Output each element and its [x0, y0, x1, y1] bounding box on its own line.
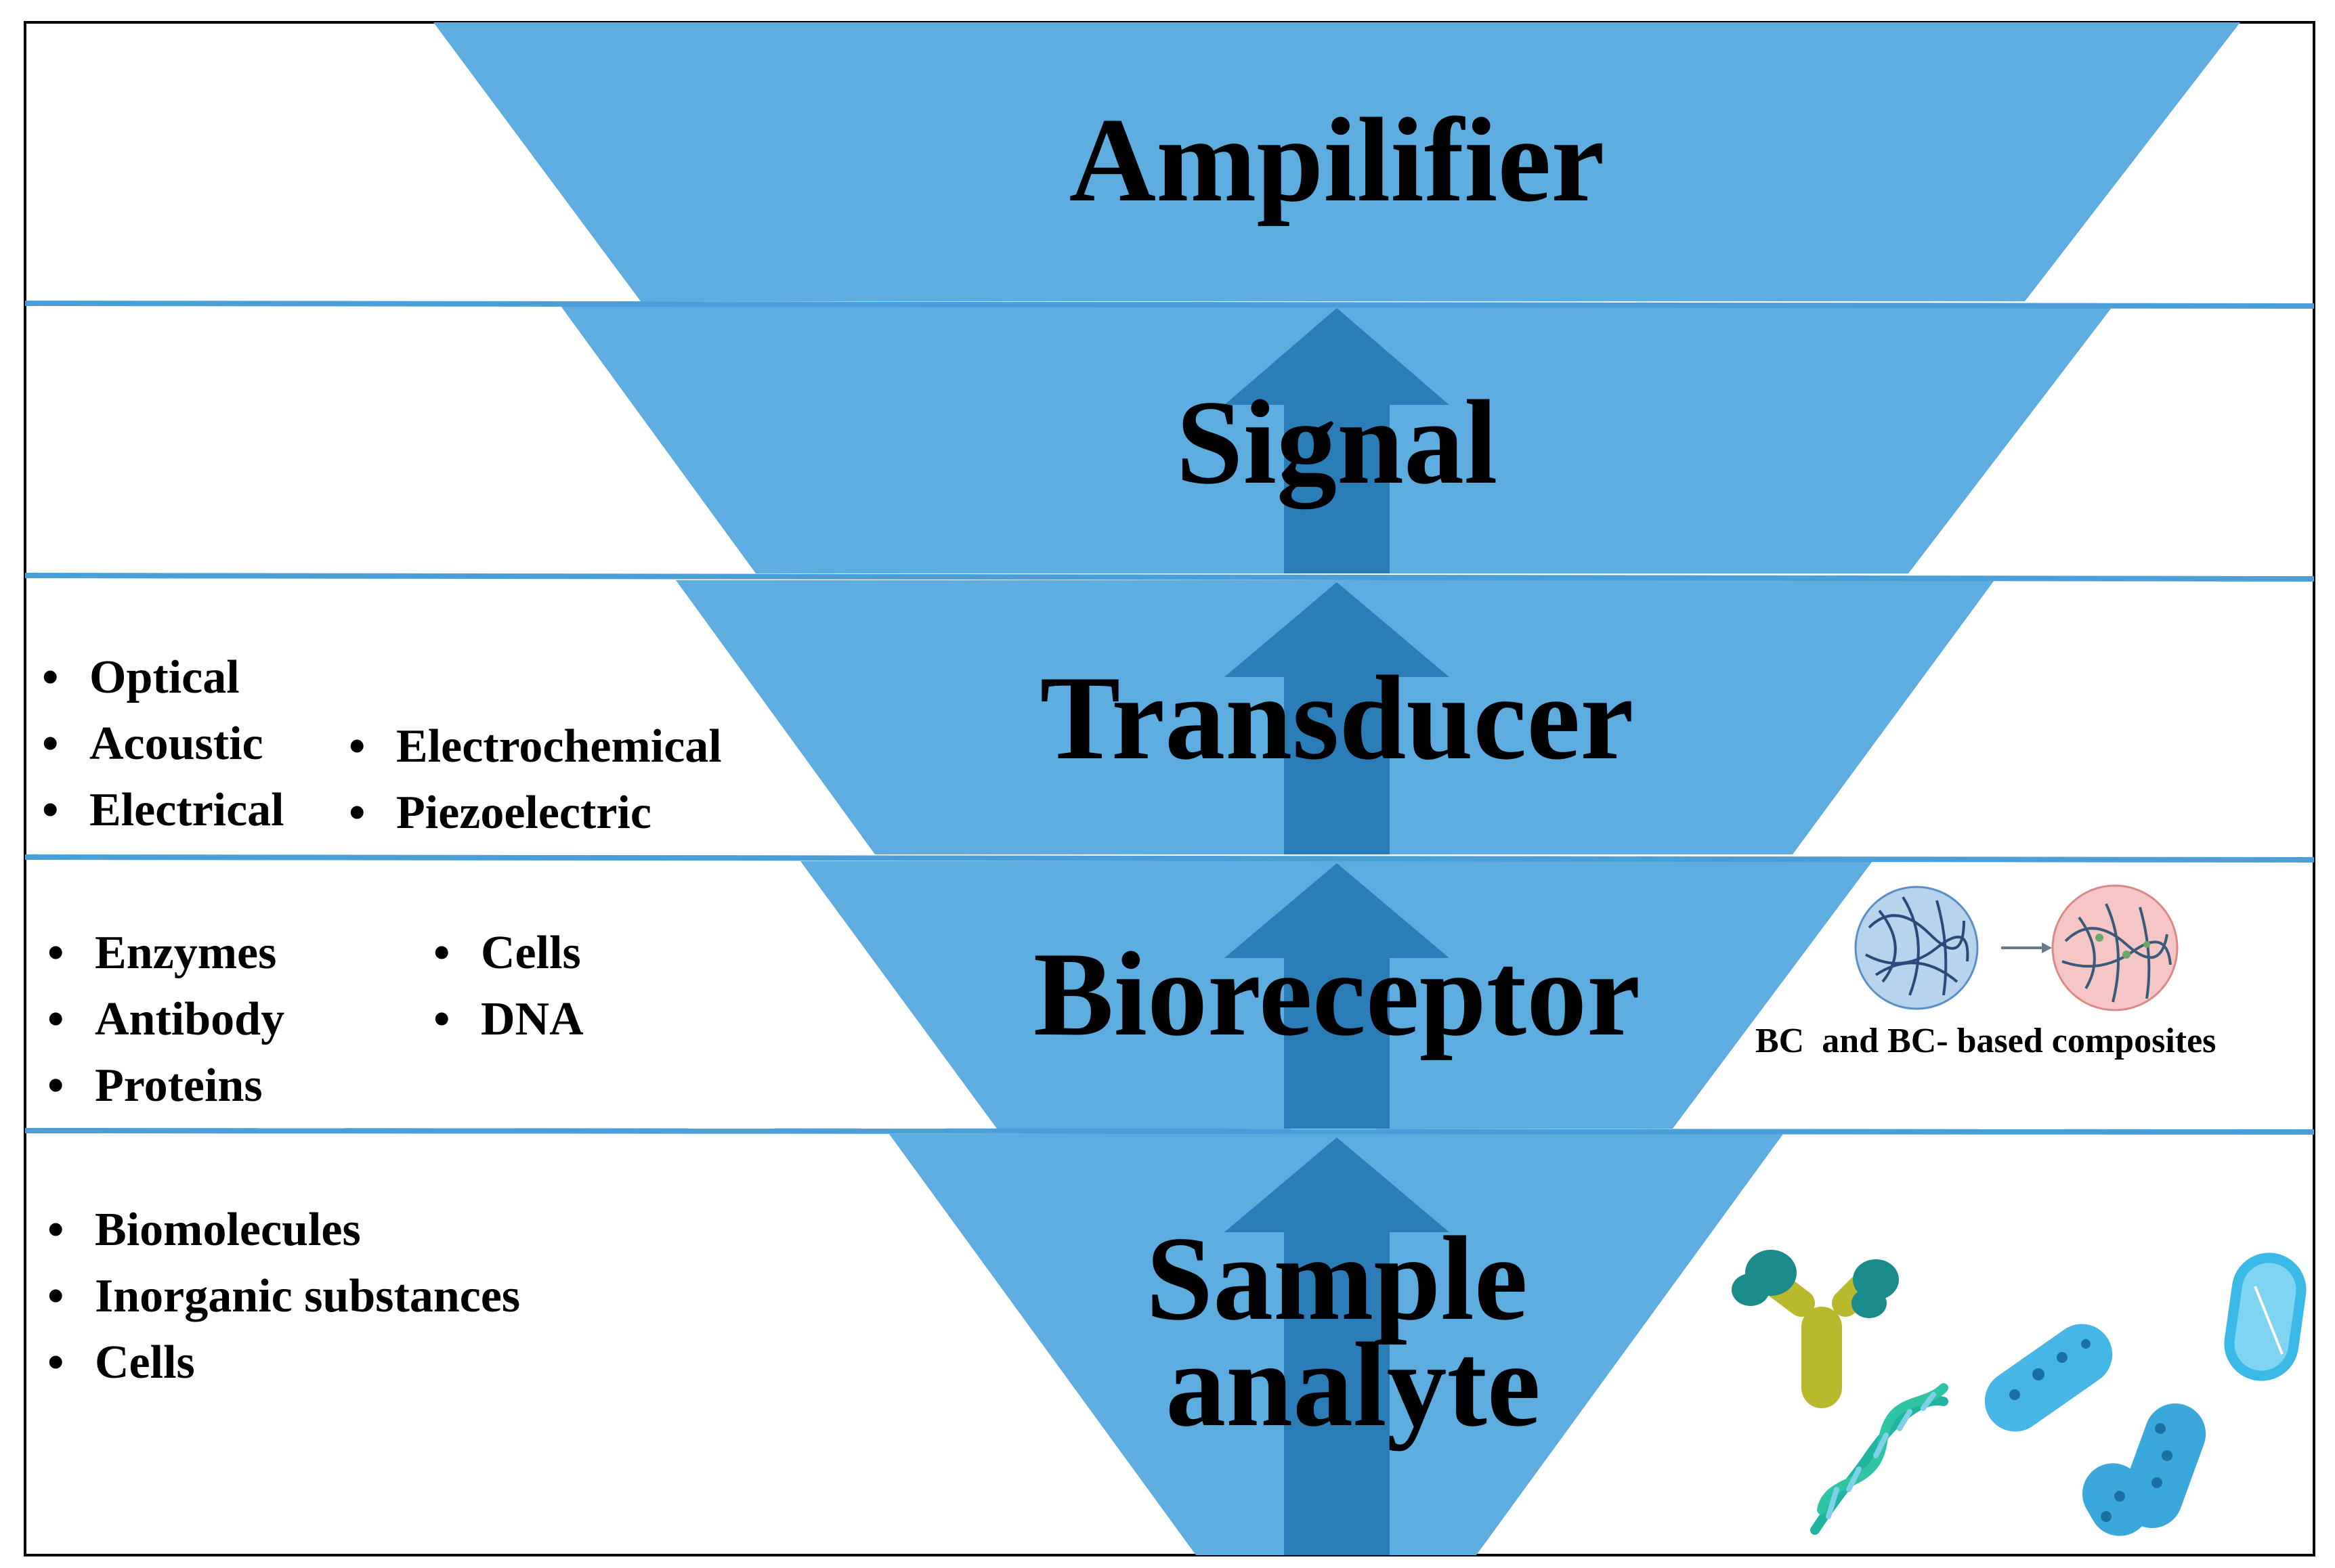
bioreceptor-types-col1: •Enzymes •Antibody •Proteins — [47, 930, 284, 1129]
list-item: •Antibody — [47, 993, 285, 1045]
amplifier-layer — [433, 22, 2240, 301]
list-item: •Enzymes — [47, 927, 277, 979]
analyte-types: •Biomolecules •Inorganic substances •Cel… — [47, 1206, 520, 1406]
transducer-types-col1: •Optical •Acoustic •Electrical — [42, 654, 284, 853]
dna-icon — [1810, 1383, 1948, 1535]
list-item: •Acoustic — [42, 718, 263, 770]
list-item: •Cells — [47, 1336, 195, 1389]
signal-label: Signal — [1176, 375, 1498, 509]
bacterium-icon — [1984, 1324, 2113, 1432]
antibody-icon — [1732, 1250, 1899, 1408]
bc-caption: BC and BC- based composites — [1755, 1022, 2216, 1060]
bioreceptor-label: Bioreceptor — [1033, 927, 1640, 1061]
up-arrow — [1224, 308, 1449, 573]
transducer-label: Transducer — [1040, 651, 1634, 785]
bc-composite-sphere-icon — [2051, 884, 2179, 1011]
divider — [24, 854, 2315, 863]
list-item: •Cells — [433, 927, 581, 979]
flow-arrows — [1224, 308, 1449, 1555]
bacterium-icon — [2082, 1403, 2206, 1536]
bc-sphere-icon — [1854, 886, 1979, 1010]
divider — [24, 573, 2315, 582]
list-item: •Electrochemical — [349, 720, 722, 772]
analyte-label: analyte — [1165, 1317, 1541, 1452]
list-item: •Biomolecules — [47, 1204, 361, 1256]
sample-label: Sample — [1146, 1211, 1528, 1345]
list-item: •DNA — [433, 993, 584, 1045]
list-item: •Optical — [42, 651, 240, 703]
list-item: •Piezoelectric — [349, 787, 651, 839]
amplifier-label: Ampilifier — [1069, 93, 1605, 227]
up-arrow — [1224, 1137, 1449, 1555]
list-item: •Proteins — [47, 1060, 263, 1112]
transducer-types-col2: •Electrochemical •Piezoelectric — [349, 723, 722, 856]
list-item: •Inorganic substances — [47, 1270, 521, 1322]
divider — [24, 301, 2315, 309]
divider — [24, 1128, 2315, 1135]
list-item: •Electrical — [42, 784, 284, 836]
bioreceptor-types-col2: •Cells •DNA — [433, 930, 584, 1062]
up-arrow — [1224, 582, 1449, 854]
right-arrow-icon — [2001, 942, 2052, 953]
bacterium-icon — [2224, 1253, 2307, 1381]
up-arrow — [1224, 863, 1449, 1129]
